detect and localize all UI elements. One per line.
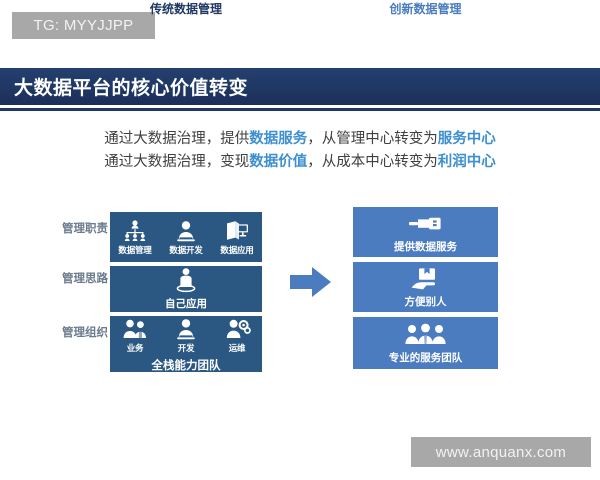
row-label-responsibility: 管理职责 [62, 223, 108, 235]
hand-box-icon [409, 266, 443, 292]
icon-caption: 业务 [126, 342, 144, 353]
box-caption: 提供数据服务 [394, 240, 457, 253]
book-screen-icon [224, 218, 250, 242]
title-underline-rule [0, 108, 600, 111]
watermark-bottom: www.anquanx.com [411, 437, 591, 467]
left-box-responsibility: 数据管理 数据开发 [110, 212, 262, 262]
org-chart-icon [122, 218, 148, 242]
left-box-organization: 业务 开发 [110, 316, 262, 372]
icon-cell-operations: 运维 [215, 316, 259, 354]
right-box-professional-service-team: 专业的服务团队 [353, 317, 498, 369]
row-label-organization: 管理组织 [62, 327, 108, 339]
icon-caption: 数据应用 [220, 245, 254, 255]
icon-cell-data-application: 数据应用 [215, 218, 259, 256]
icon-cell-data-development: 数据开发 [164, 218, 208, 256]
icon-row: 数据管理 数据开发 [110, 218, 262, 256]
icon-cell-development: 开发 [164, 316, 208, 354]
icon-caption: 数据开发 [169, 245, 203, 255]
plug-connector-icon [406, 211, 446, 237]
lead-line-1-part-a: 通过大数据治理，提供 [104, 131, 250, 147]
lead-line-1-part-b: ，从管理中心转变为 [307, 131, 438, 147]
person-gear-icon [223, 316, 251, 340]
lead-line-2-part-a: 通过大数据治理，变现 [104, 154, 250, 170]
arrow-right-icon [288, 262, 334, 302]
column-header-innovative: 创新数据管理 [389, 2, 462, 16]
box-caption: 方便别人 [404, 295, 447, 308]
person-laptop-icon [173, 316, 199, 340]
person-spotlight-icon [170, 267, 202, 294]
box-caption: 自己应用 [165, 297, 207, 310]
lead-line-2-highlight-1: 数据价值 [249, 154, 308, 170]
title-banner: 大数据平台的核心价值转变 [0, 68, 600, 105]
lead-line-2-part-b: ，从成本中心转变为 [307, 154, 438, 170]
icon-cell-business: 业务 [113, 316, 157, 354]
lead-paragraph: 通过大数据治理，提供数据服务，从管理中心转变为服务中心 通过大数据治理，变现数据… [0, 128, 600, 174]
watermark-top: TG: MYYJJPP [12, 12, 155, 39]
icon-cell-data-management: 数据管理 [113, 218, 157, 256]
lead-line-2-highlight-2: 利润中心 [437, 154, 496, 170]
two-people-icon [121, 316, 149, 340]
icon-caption: 开发 [177, 342, 195, 353]
icon-caption: 数据管理 [118, 245, 152, 255]
icon-row: 业务 开发 [110, 316, 262, 354]
row-label-approach: 管理思路 [62, 273, 108, 285]
icon-caption: 运维 [228, 342, 246, 353]
lead-line-1: 通过大数据治理，提供数据服务，从管理中心转变为服务中心 [0, 128, 600, 151]
person-laptop-icon [173, 218, 199, 242]
lead-line-1-highlight-1: 数据服务 [249, 131, 308, 147]
lead-line-1-highlight-2: 服务中心 [437, 131, 496, 147]
page-title: 大数据平台的核心价值转变 [14, 78, 249, 99]
column-header-traditional: 传统数据管理 [149, 2, 222, 16]
box-caption: 全栈能力团队 [151, 359, 221, 372]
lead-line-2: 通过大数据治理，变现数据价值，从成本中心转变为利润中心 [0, 151, 600, 174]
box-caption: 专业的服务团队 [388, 351, 463, 364]
right-box-convenience-for-others: 方便别人 [353, 262, 498, 312]
left-box-approach: 自己应用 [110, 266, 262, 312]
three-people-icon [403, 322, 449, 348]
right-box-provide-data-service: 提供数据服务 [353, 207, 498, 257]
